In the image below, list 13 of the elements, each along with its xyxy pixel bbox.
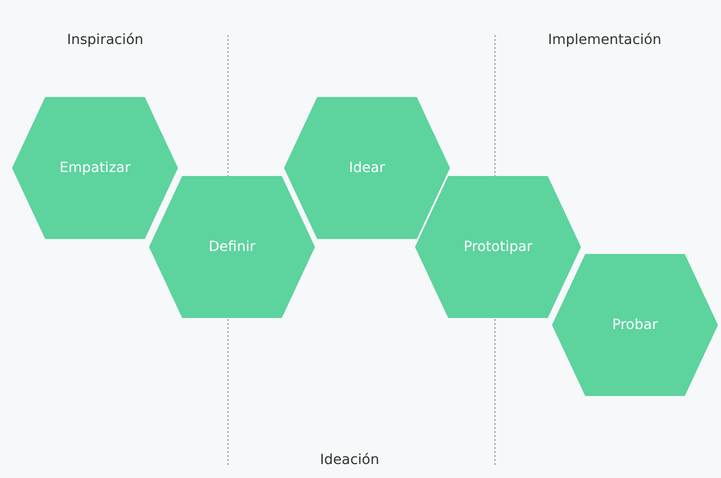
step-label: Definir <box>208 239 256 255</box>
phase-label: Ideación <box>320 452 380 468</box>
hexagon-step <box>415 176 581 318</box>
hexagon-step <box>552 254 718 396</box>
step-label: Idear <box>349 160 385 176</box>
phase-label: Inspiración <box>67 32 144 48</box>
step-label: Probar <box>612 317 658 333</box>
hexagon-step <box>12 97 178 239</box>
phase-label: Implementación <box>548 32 662 48</box>
step-label: Prototipar <box>464 239 532 255</box>
hexagon-step <box>149 176 315 318</box>
hexagon-step <box>284 97 450 239</box>
step-label: Empatizar <box>60 160 130 176</box>
